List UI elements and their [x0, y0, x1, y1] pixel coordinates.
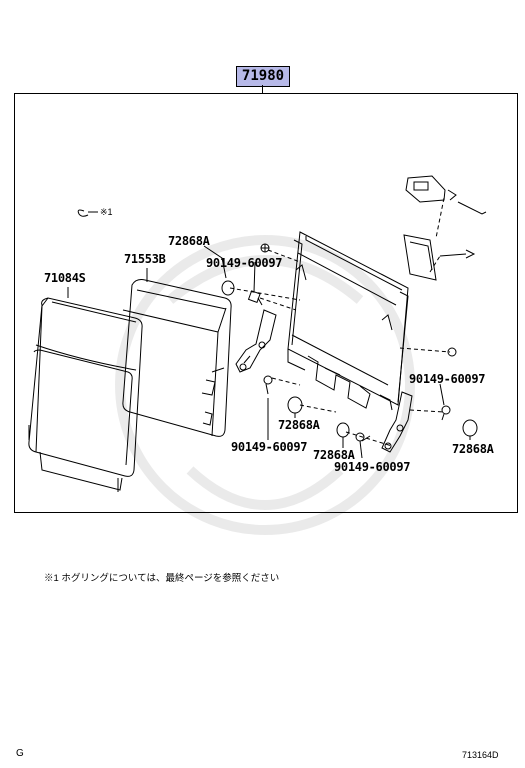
part-label-90149-top[interactable]: 90149-60097: [206, 256, 283, 270]
seat-back-cover-71084s: [28, 297, 143, 492]
headrest-latch: [403, 175, 487, 281]
left-bracket: [235, 309, 277, 373]
part-label-90149-bottom-left[interactable]: 90149-60097: [231, 440, 308, 454]
watermark-emblem: [115, 235, 415, 535]
part-label-71084s[interactable]: 71084S: [44, 271, 86, 285]
seat-back-frame: [287, 231, 409, 411]
cap-72868a-left: [221, 280, 235, 296]
hog-ring-icon: [77, 209, 89, 217]
assembly-leader-line: [262, 85, 263, 93]
right-bracket: [381, 391, 413, 453]
dashed-alignment-lines: [229, 197, 451, 447]
bolt-right: [441, 405, 451, 421]
bolt-upper-left: [247, 290, 263, 306]
hog-ring-note-reference: ※1: [100, 207, 113, 217]
part-label-90149-bottom[interactable]: 90149-60097: [334, 460, 411, 474]
assembly-number-box[interactable]: 71980: [236, 66, 290, 87]
part-label-72868a-mid[interactable]: 72868A: [278, 418, 320, 432]
cap-72868a-right: [462, 419, 478, 437]
part-label-72868a-right[interactable]: 72868A: [452, 442, 494, 456]
part-label-90149-right[interactable]: 90149-60097: [409, 372, 486, 386]
drawing-code: 713164D: [462, 750, 499, 760]
part-label-71553b[interactable]: 71553B: [124, 252, 166, 266]
leader-lines: [67, 245, 471, 459]
bolt-top: [260, 243, 270, 253]
bolt-lower-left: [263, 375, 273, 395]
part-label-72868a-bottom[interactable]: 72868A: [313, 448, 355, 462]
cap-72868a-mid: [287, 396, 303, 414]
seat-back-pad-71553b: [122, 279, 232, 437]
cap-72868a-bottom: [336, 422, 350, 438]
bolt-mid-right: [447, 347, 457, 357]
part-label-72868a-top[interactable]: 72868A: [168, 234, 210, 248]
footnote-text: ※1 ホグリングについては、最終ページを参照ください: [44, 573, 280, 584]
diagram-frame: [14, 93, 518, 513]
corner-code-left: G: [16, 748, 24, 759]
